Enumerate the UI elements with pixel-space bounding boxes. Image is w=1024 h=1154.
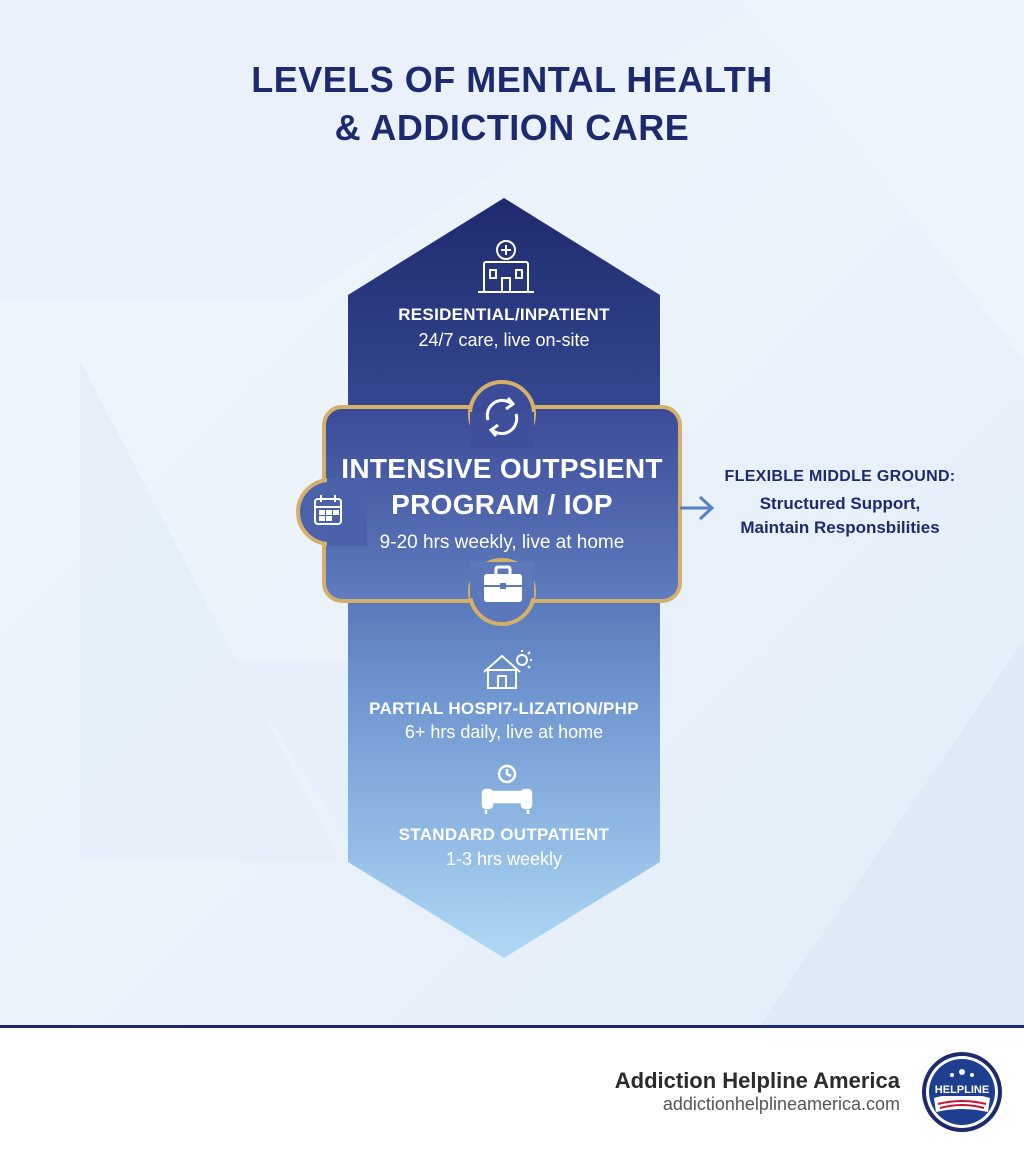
php-label: PARTIAL HOSPI7-LIZATION/PHP xyxy=(369,699,639,718)
couch-clock-icon xyxy=(481,764,533,814)
helpline-logo: HELPLINE xyxy=(922,1052,1002,1132)
brand-url[interactable]: addictionhelplineamerica.com xyxy=(662,1094,900,1114)
callout-line-3: Maintain Responsbilities xyxy=(740,518,940,537)
briefcase-icon xyxy=(484,565,522,602)
brand-name: Addiction Helpline America xyxy=(614,1068,900,1093)
footer: Addiction Helpline America addictionhelp… xyxy=(0,1025,1024,1154)
cycle-arrows-icon xyxy=(485,397,519,437)
callout-line-2: Structured Support, xyxy=(759,494,921,513)
outpatient-label: STANDARD OUTPATIENT xyxy=(398,825,610,844)
home-sun-icon xyxy=(483,650,532,689)
care-levels-diagram xyxy=(296,198,715,958)
callout-heading: FLEXIBLE MIDDLE GROUND: xyxy=(724,468,956,485)
callout-arrow xyxy=(680,495,715,521)
iop-desc: 9-20 hrs weekly, live at home xyxy=(379,532,625,553)
page-title: LEVELS OF MENTAL HEALTH & ADDICTION CARE xyxy=(0,56,1024,152)
outpatient-desc: 1-3 hrs weekly xyxy=(445,849,563,869)
residential-desc: 24/7 care, live on-site xyxy=(418,330,590,350)
residential-label: RESIDENTIAL/INPATIENT xyxy=(398,305,610,324)
logo-text: HELPLINE xyxy=(935,1084,989,1096)
iop-title-line-2: PROGRAM / IOP xyxy=(391,489,613,520)
callout: FLEXIBLE MIDDLE GROUND: Structured Suppo… xyxy=(700,468,980,540)
php-desc: 6+ hrs daily, live at home xyxy=(404,722,604,742)
iop-title-line-1: INTENSIVE OUTPSIENT xyxy=(341,453,663,484)
title-line-1: LEVELS OF MENTAL HEALTH xyxy=(251,59,773,100)
hospital-icon xyxy=(478,240,534,293)
title-line-2: & ADDICTION CARE xyxy=(334,107,690,148)
calendar-icon xyxy=(314,495,342,525)
